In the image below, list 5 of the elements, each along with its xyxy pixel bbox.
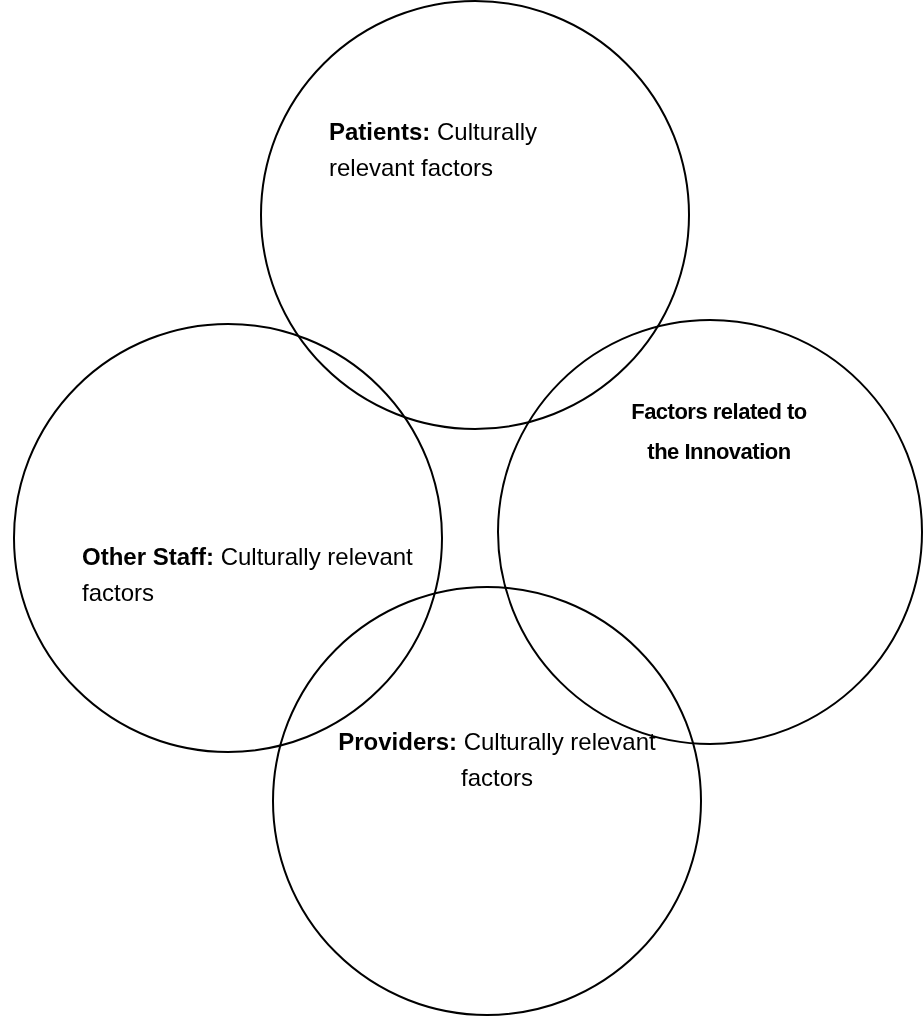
circle-label: Providers: Culturally relevant factors — [337, 727, 657, 793]
circle-label: Factors related to the Innovation — [630, 398, 808, 466]
circle-label: Other Staff: Culturally relevant factors — [82, 542, 414, 608]
circle — [272, 586, 702, 1016]
circle-label: Patients: Culturally relevant factors — [329, 117, 539, 183]
